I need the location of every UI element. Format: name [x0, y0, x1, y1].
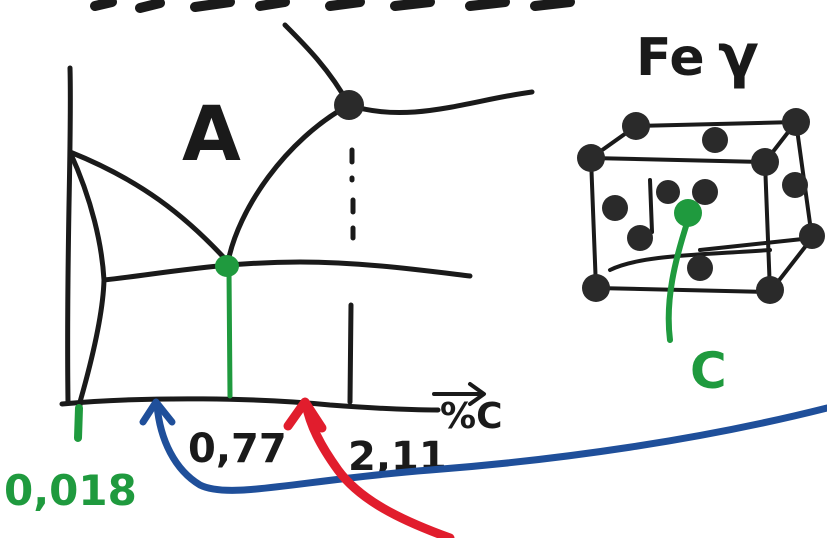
phase-label: A: [182, 89, 241, 178]
carbon-atom: [674, 199, 702, 227]
austenite-limit-point: [334, 90, 364, 120]
atom: [687, 255, 713, 281]
eutectoid-line: [101, 259, 473, 283]
atom: [702, 127, 728, 153]
atom: [782, 108, 810, 136]
atom: [602, 195, 628, 221]
blue-arrow: [139, 398, 827, 494]
label-0-018: 0,018: [4, 466, 137, 515]
carbon-label: C: [690, 342, 727, 400]
dashed-line-2-11: [349, 147, 356, 241]
unit-cell-title: Fe γ: [636, 21, 759, 91]
unit-cell-title-fe: Fe: [636, 28, 705, 88]
temperature-axis: [65, 65, 73, 405]
atom: [622, 112, 650, 140]
atom: [656, 180, 680, 204]
upper-curve: [282, 22, 352, 108]
axis-arrow: [432, 382, 486, 406]
line-2-11: [347, 302, 354, 405]
composition-axis: [59, 396, 441, 413]
red-arrow: [283, 397, 455, 538]
label-0-77: 0,77: [188, 426, 287, 472]
ferrite-limit-tick: [74, 404, 83, 442]
atom: [627, 225, 653, 251]
ferrite-boundary-lower: [67, 149, 107, 405]
axis-label: %C: [440, 396, 503, 437]
atom: [782, 172, 808, 198]
acm-boundary: [225, 102, 352, 265]
top-cutoff-writing: [90, 0, 575, 13]
fcc-unit-cell: [577, 108, 825, 343]
axis-label-group: %C: [432, 382, 503, 437]
atom: [799, 223, 825, 249]
ferrite-boundary-upper: [67, 149, 231, 265]
unit-cell-title-gamma: γ: [718, 21, 759, 91]
eutectoid-point: [215, 255, 239, 277]
right-curve: [346, 89, 535, 116]
iron-carbon-diagram: [59, 22, 535, 415]
atom: [751, 148, 779, 176]
carbon-atom-marker: [665, 199, 702, 343]
eutectoid-marker: [215, 255, 239, 399]
atom: [577, 144, 605, 172]
atom: [756, 276, 784, 304]
atom: [582, 274, 610, 302]
atom: [692, 179, 718, 205]
front-face: [589, 156, 772, 294]
